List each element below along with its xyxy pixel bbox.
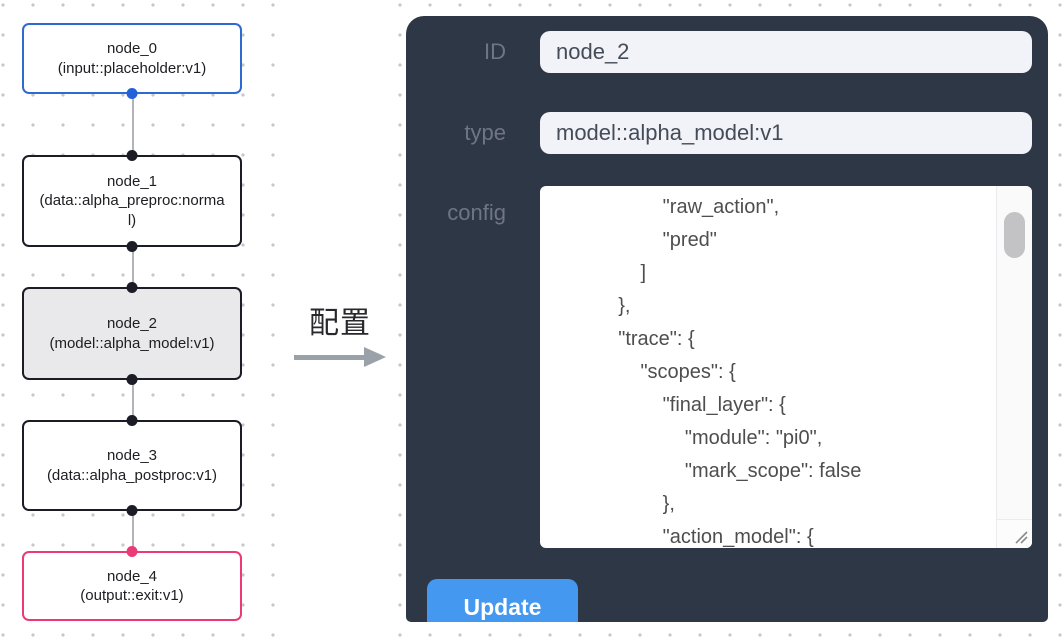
config-json-content[interactable]: "raw_action", "pred" ] }, "trace": { "sc… xyxy=(618,196,862,548)
config-scrollbar-thumb[interactable] xyxy=(1004,212,1025,258)
node-name: node_1 xyxy=(106,172,158,190)
flow-node-node_3[interactable]: node_3 (data::alpha_postproc:v1) xyxy=(22,415,242,516)
node-type: (input::placeholder:v1) xyxy=(57,59,207,77)
node-name: node_2 xyxy=(106,315,158,332)
node-config-panel: ID type config "raw_action", "pred" ] },… xyxy=(406,16,1048,622)
node-type: (data::alpha_preproc:normal) xyxy=(39,192,225,229)
flow-node-node_4[interactable]: node_4 (output::exit:v1) xyxy=(22,546,242,621)
id-input[interactable] xyxy=(540,31,1032,73)
edge-node3-node4 xyxy=(132,511,134,551)
node-name: node_0 xyxy=(106,40,158,57)
update-button[interactable]: Update xyxy=(427,579,578,622)
config-textarea[interactable]: "raw_action", "pred" ] }, "trace": { "sc… xyxy=(540,186,1032,548)
node-name: node_3 xyxy=(106,447,158,464)
node-type: (data::alpha_postproc:v1) xyxy=(46,466,218,484)
target-handle[interactable] xyxy=(126,546,138,557)
resize-grip-icon xyxy=(1015,531,1028,544)
id-field-label: ID xyxy=(484,39,506,64)
flow-node-node_1[interactable]: node_1 (data::alpha_preproc:normal) xyxy=(22,150,242,252)
target-handle[interactable] xyxy=(126,282,138,293)
source-handle[interactable] xyxy=(126,374,138,385)
source-handle[interactable] xyxy=(126,505,138,516)
source-handle[interactable] xyxy=(126,241,138,252)
config-field-label: config xyxy=(447,200,506,225)
transfer-annotation: 配置 xyxy=(292,298,388,368)
node-name: node_4 xyxy=(106,567,158,585)
edge-node1-node2 xyxy=(132,247,134,287)
textarea-resize-handle[interactable] xyxy=(996,519,1032,548)
edge-node2-node3 xyxy=(132,380,134,420)
node-type: (output::exit:v1) xyxy=(80,587,184,604)
source-handle[interactable] xyxy=(126,88,138,99)
node-type: (model::alpha_model:v1) xyxy=(49,334,215,352)
right-arrow-icon xyxy=(294,347,386,367)
type-input[interactable] xyxy=(540,112,1032,154)
target-handle[interactable] xyxy=(126,150,138,161)
flow-node-node_0[interactable]: node_0 (input::placeholder:v1) xyxy=(22,23,242,99)
target-handle[interactable] xyxy=(126,415,138,426)
config-scrollbar-track[interactable] xyxy=(996,186,1032,548)
transfer-label: 配置 xyxy=(309,307,371,340)
type-field-label: type xyxy=(464,120,506,145)
flow-node-node_2-selected[interactable]: node_2 (model::alpha_model:v1) xyxy=(22,282,242,385)
edge-node0-node1 xyxy=(132,94,134,155)
